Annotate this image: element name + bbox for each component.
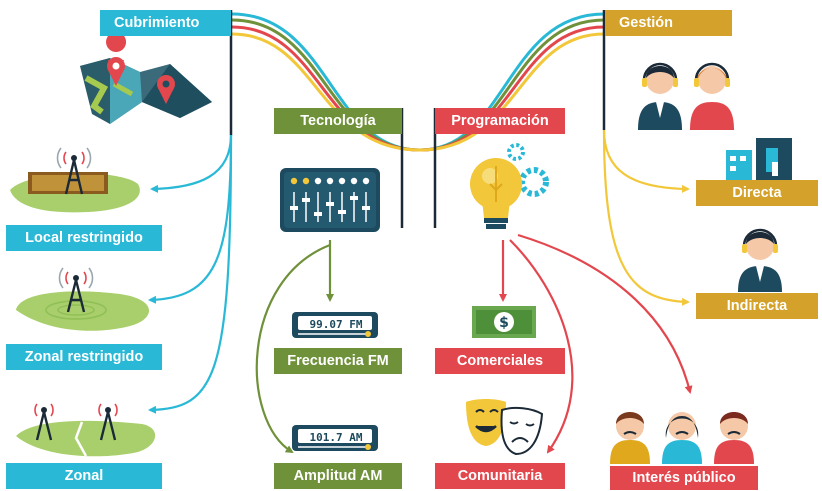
am-display-text: 101.7 AM — [310, 431, 363, 444]
local-restringido-label: Local restringido — [6, 225, 162, 251]
cubrimiento-header: Cubrimiento — [100, 10, 231, 36]
zonal-restringido-label: Zonal restringido — [6, 344, 162, 370]
zonal-label: Zonal — [6, 463, 162, 489]
tecnologia-header: Tecnología — [274, 108, 402, 134]
comerciales-label: Comerciales — [435, 348, 565, 374]
people-group-icon — [610, 412, 754, 464]
map-pin-icon — [80, 32, 212, 124]
two-antennas-land-icon — [16, 403, 156, 457]
interes-publico-label: Interés público — [610, 466, 758, 490]
directa-label: Directa — [696, 180, 818, 206]
gestion-header: Gestión — [605, 10, 732, 36]
connector-bundle — [231, 12, 605, 152]
svg-text:$: $ — [499, 315, 509, 331]
lightbulb-gears-icon — [470, 143, 549, 229]
fm-display-text: 99.07 FM — [310, 318, 363, 331]
theater-masks-icon — [466, 399, 544, 456]
gestion-arrows — [602, 129, 690, 306]
fm-radio-display — [292, 312, 378, 338]
amplitud-am-label: Amplitud AM — [274, 463, 402, 489]
antenna-land-icon — [16, 267, 150, 331]
programacion-arrows — [499, 233, 693, 454]
dollar-bill-icon: $ — [472, 306, 536, 338]
mixer-console-icon — [280, 168, 380, 232]
buildings-icon — [726, 138, 792, 184]
operator-headset-icon — [738, 228, 782, 292]
indirecta-label: Indirecta — [696, 293, 818, 319]
operators-headset-icon — [638, 62, 734, 130]
am-radio-display — [292, 425, 378, 451]
frecuencia-fm-label: Frecuencia FM — [274, 348, 402, 374]
tecnologia-arrows — [255, 240, 334, 454]
cubrimiento-arrows — [148, 134, 233, 414]
antenna-land-icon — [10, 147, 140, 213]
programacion-header: Programación — [435, 108, 565, 134]
comunitaria-label: Comunitaria — [435, 463, 565, 489]
